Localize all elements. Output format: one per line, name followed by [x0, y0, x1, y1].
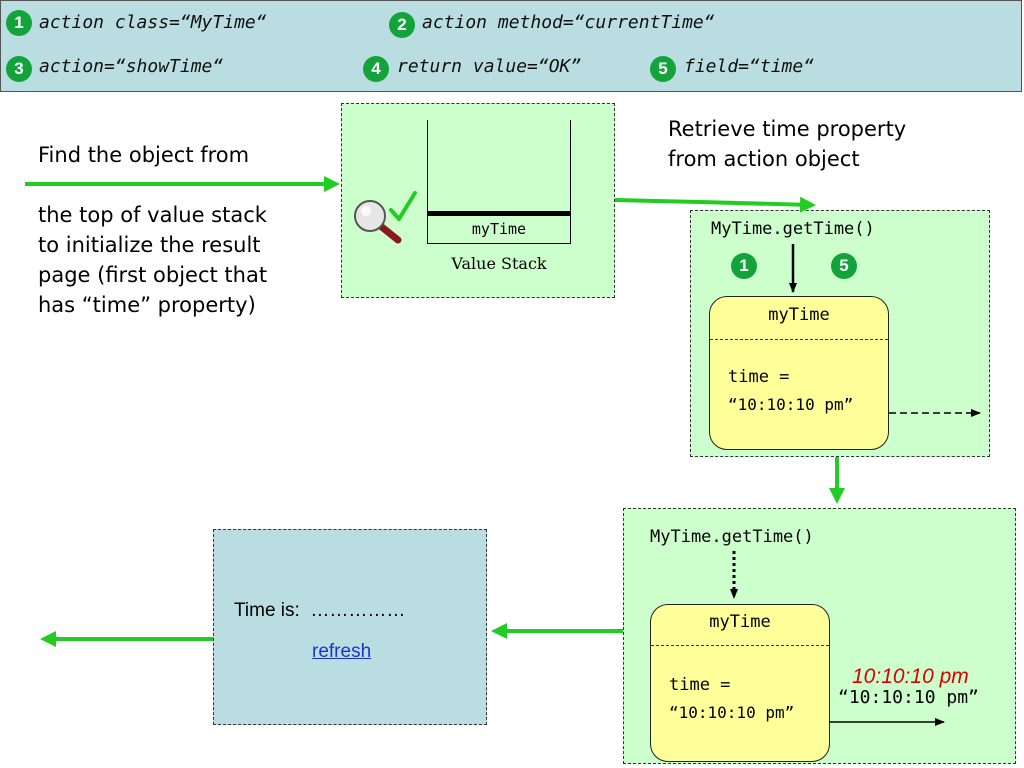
action-object-panel-bottom: MyTime.getTime() myTime time = “10:10:10… [623, 508, 1016, 764]
object-divider [710, 339, 888, 340]
header-item-4: return value=“OK” [397, 56, 582, 77]
step-badge-2: 2 [389, 12, 415, 38]
field-value: “10:10:10 pm” [728, 395, 854, 414]
header-item-5: field=“time“ [684, 56, 815, 77]
output-value-highlight: 10:10:10 pm [852, 665, 969, 688]
magnifier-icon [354, 200, 402, 244]
step-badge-1: 1 [731, 253, 757, 279]
right-note-line: from action object [668, 147, 860, 171]
object-divider [651, 645, 829, 646]
right-note-line: Retrieve time property [668, 117, 907, 141]
value-stack-caption: Value Stack [451, 254, 547, 273]
stack-container: myTime [427, 120, 571, 244]
refresh-link[interactable]: refresh [312, 641, 372, 662]
left-note-line: to initialize the result [38, 233, 261, 257]
header-item-1: action class=“MyTime“ [39, 12, 267, 33]
field-value: “10:10:10 pm” [669, 703, 795, 722]
arrow-to-action-object [614, 196, 816, 213]
action-object-panel-top: MyTime.getTime() 1 5 myTime time = “10:1… [690, 210, 990, 457]
mytime-object-card: myTime time = “10:10:10 pm” [650, 604, 830, 762]
method-call-label: MyTime.getTime() [650, 527, 814, 547]
time-label: Time is: …………… [234, 600, 405, 622]
left-note-line: has “time” property) [38, 293, 256, 317]
left-note-line: page (first object that [38, 263, 268, 287]
object-name: myTime [709, 612, 771, 632]
header-item-3: action=“showTime“ [39, 56, 224, 77]
left-note-heading: Find the object from [38, 143, 250, 167]
left-note-body: the top of value stack to initialize the… [38, 200, 267, 320]
output-value: “10:10:10 pm” [838, 687, 979, 708]
field-assignment: time = [669, 675, 731, 695]
header-bar: 1 action class=“MyTime“ 2 action method=… [0, 0, 1022, 92]
field-assignment: time = [728, 367, 790, 387]
method-call-label: MyTime.getTime() [711, 219, 875, 239]
value-stack-panel: myTime Value Stack [341, 103, 615, 298]
step-badge-3: 3 [6, 56, 32, 82]
checkmark-icon [389, 191, 417, 221]
step-badge-5: 5 [650, 56, 676, 82]
mytime-object-card: myTime time = “10:10:10 pm” [709, 296, 889, 450]
step-badge-5: 5 [831, 253, 857, 279]
time-label-text: Time is: [234, 600, 300, 621]
step-badge-1: 1 [6, 10, 32, 36]
result-page-panel: Time is: …………… refresh [213, 529, 487, 725]
left-note-line: the top of value stack [38, 203, 267, 227]
time-placeholder: …………… [310, 600, 406, 621]
stack-top-bar [428, 211, 570, 216]
object-name: myTime [768, 305, 830, 325]
stack-item-label: myTime [471, 220, 527, 238]
right-note: Retrieve time property from action objec… [668, 114, 906, 174]
header-item-2: action method=“currentTime“ [422, 12, 715, 33]
step-badge-4: 4 [363, 56, 389, 82]
